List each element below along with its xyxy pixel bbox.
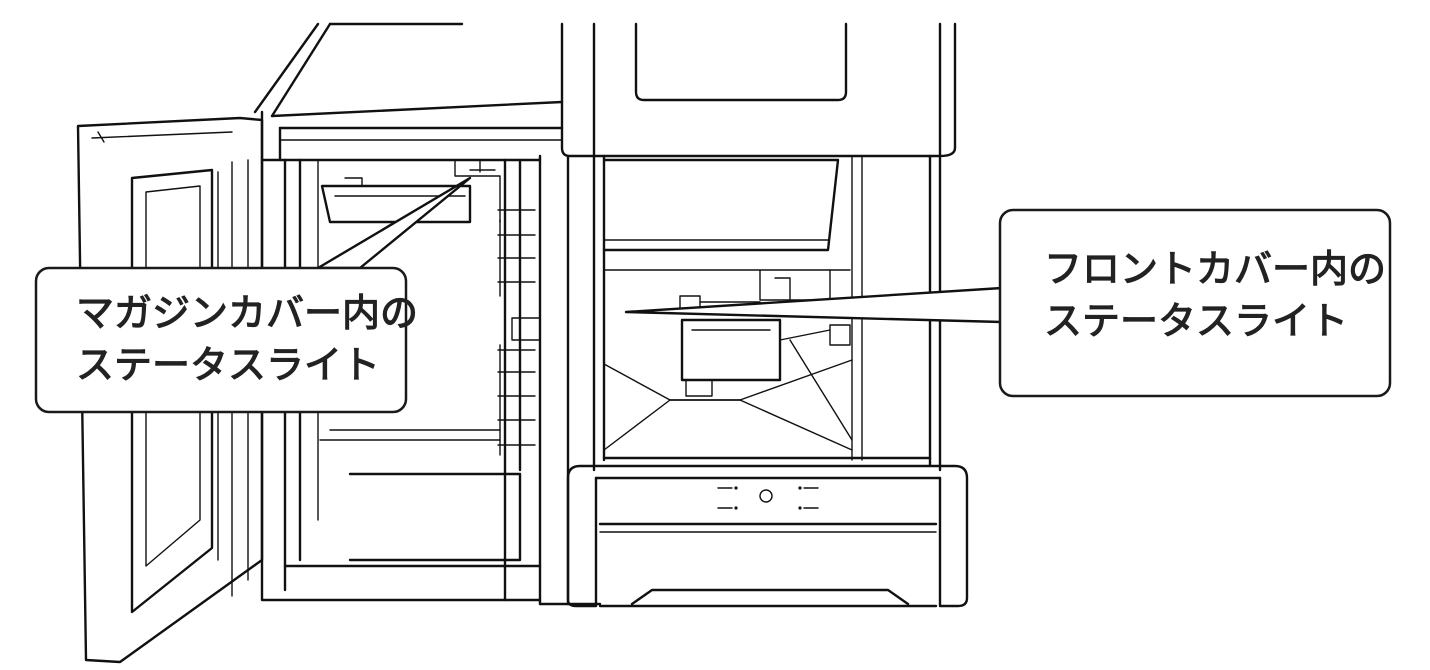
front-callout-line2: ステータスライト bbox=[1044, 299, 1348, 343]
front-callout-box bbox=[998, 208, 1392, 398]
magazine-status-light-callout: マガジンカバー内の ステータスライト bbox=[34, 266, 418, 414]
upper-housing bbox=[253, 22, 564, 162]
center-post bbox=[538, 154, 602, 606]
magazine-cavity bbox=[260, 158, 542, 602]
main-housing-top bbox=[560, 22, 957, 158]
magazine-callout-line2: ステータスライト bbox=[76, 343, 380, 387]
magazine-callout-line1: マガジンカバー内の bbox=[76, 291, 418, 335]
base-unit bbox=[566, 464, 969, 608]
front-callout-line1: フロントカバー内の bbox=[1044, 247, 1386, 291]
magazine-callout-box bbox=[34, 266, 408, 414]
front-status-light-callout: フロントカバー内の ステータスライト bbox=[998, 208, 1392, 398]
front-callout-pointer bbox=[624, 286, 1004, 324]
